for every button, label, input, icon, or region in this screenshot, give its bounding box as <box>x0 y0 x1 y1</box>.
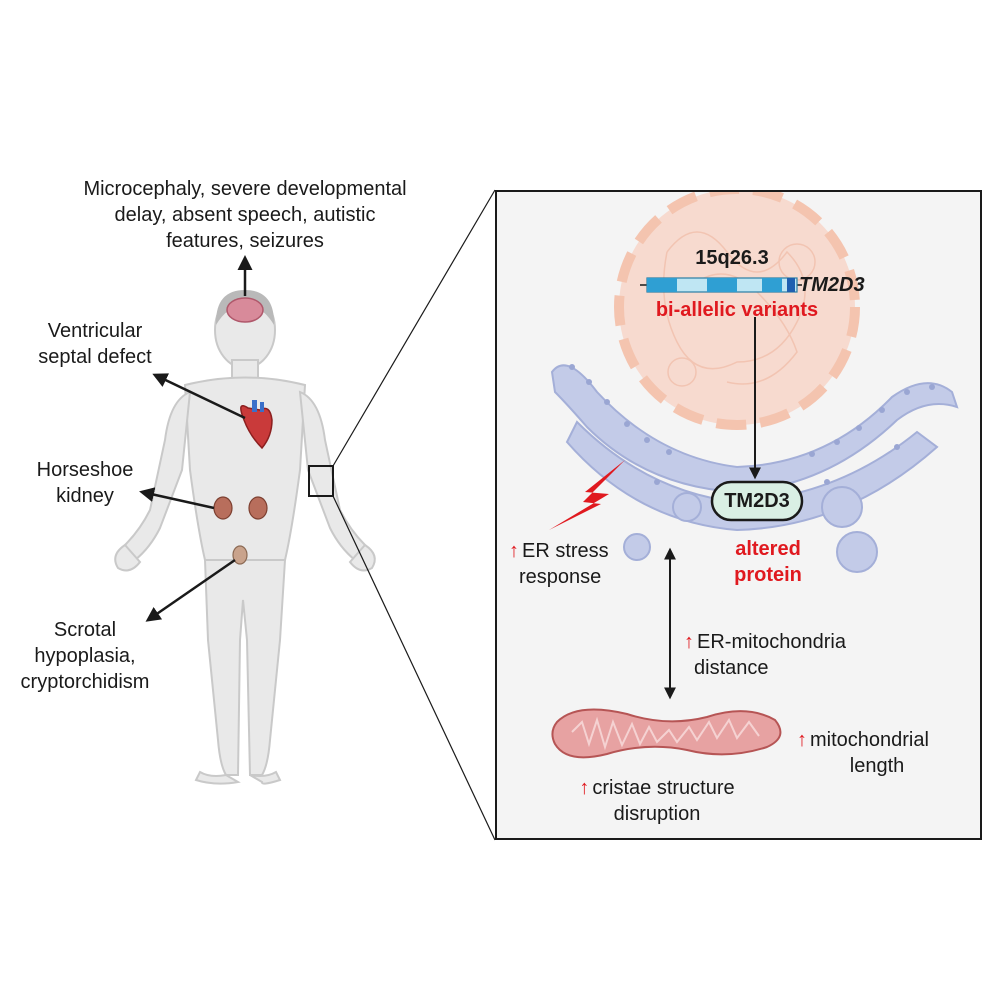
genital-phenotype-label: Scrotal hypoplasia, cryptorchidism <box>20 619 150 693</box>
kidney-left-icon <box>213 496 233 520</box>
up-arrow-icon: ↑ <box>684 631 694 653</box>
er-stress-label: ↑ER stress response <box>509 540 609 588</box>
er-mito-distance-label: ↑ER-mitochondria distance <box>684 631 846 679</box>
heart-arrow <box>152 373 246 420</box>
gene-diagram <box>640 277 802 293</box>
hair <box>215 290 275 325</box>
brain-icon <box>226 297 264 323</box>
cell-illustration <box>549 192 959 759</box>
cell-panel: 15q26.3 TM2D3 bi-allelic variants TM2D3 … <box>495 190 982 840</box>
up-arrow-icon: ↑ <box>797 729 807 751</box>
brain-phenotype-label: Microcephaly, severe developmental delay… <box>83 178 407 252</box>
gene-label: TM2D3 <box>799 274 865 296</box>
genital-arrow <box>145 558 236 622</box>
nucleus <box>614 192 860 430</box>
up-arrow-icon: ↑ <box>509 540 519 562</box>
heart-phenotype-label: Ventricular septal defect <box>38 320 152 368</box>
zoom-line-top <box>332 189 496 467</box>
endoplasmic-reticulum <box>550 364 959 573</box>
mito-length-label: ↑mitochondrial length <box>797 729 929 777</box>
kidney-right-icon <box>248 496 268 520</box>
up-arrow-icon: ↑ <box>579 777 590 799</box>
heart-icon <box>240 400 273 450</box>
mitochondrion <box>551 708 782 759</box>
locus-label: 15q26.3 <box>695 247 769 269</box>
magnify-box <box>308 465 334 497</box>
zoom-line-bottom <box>332 495 496 841</box>
body-silhouette <box>114 291 376 785</box>
kidney-arrow <box>139 487 215 510</box>
protein-box <box>710 480 804 522</box>
genital-icon <box>232 545 248 565</box>
protein-label: TM2D3 <box>724 490 790 512</box>
ribosomes <box>569 364 935 485</box>
variants-label: bi-allelic variants <box>655 299 819 321</box>
kidney-phenotype-label: Horseshoe kidney <box>36 459 134 507</box>
altered-protein-label: altered protein <box>734 538 802 586</box>
cristae-label: ↑cristae structure disruption <box>579 777 735 825</box>
lightning-icon <box>549 460 625 530</box>
